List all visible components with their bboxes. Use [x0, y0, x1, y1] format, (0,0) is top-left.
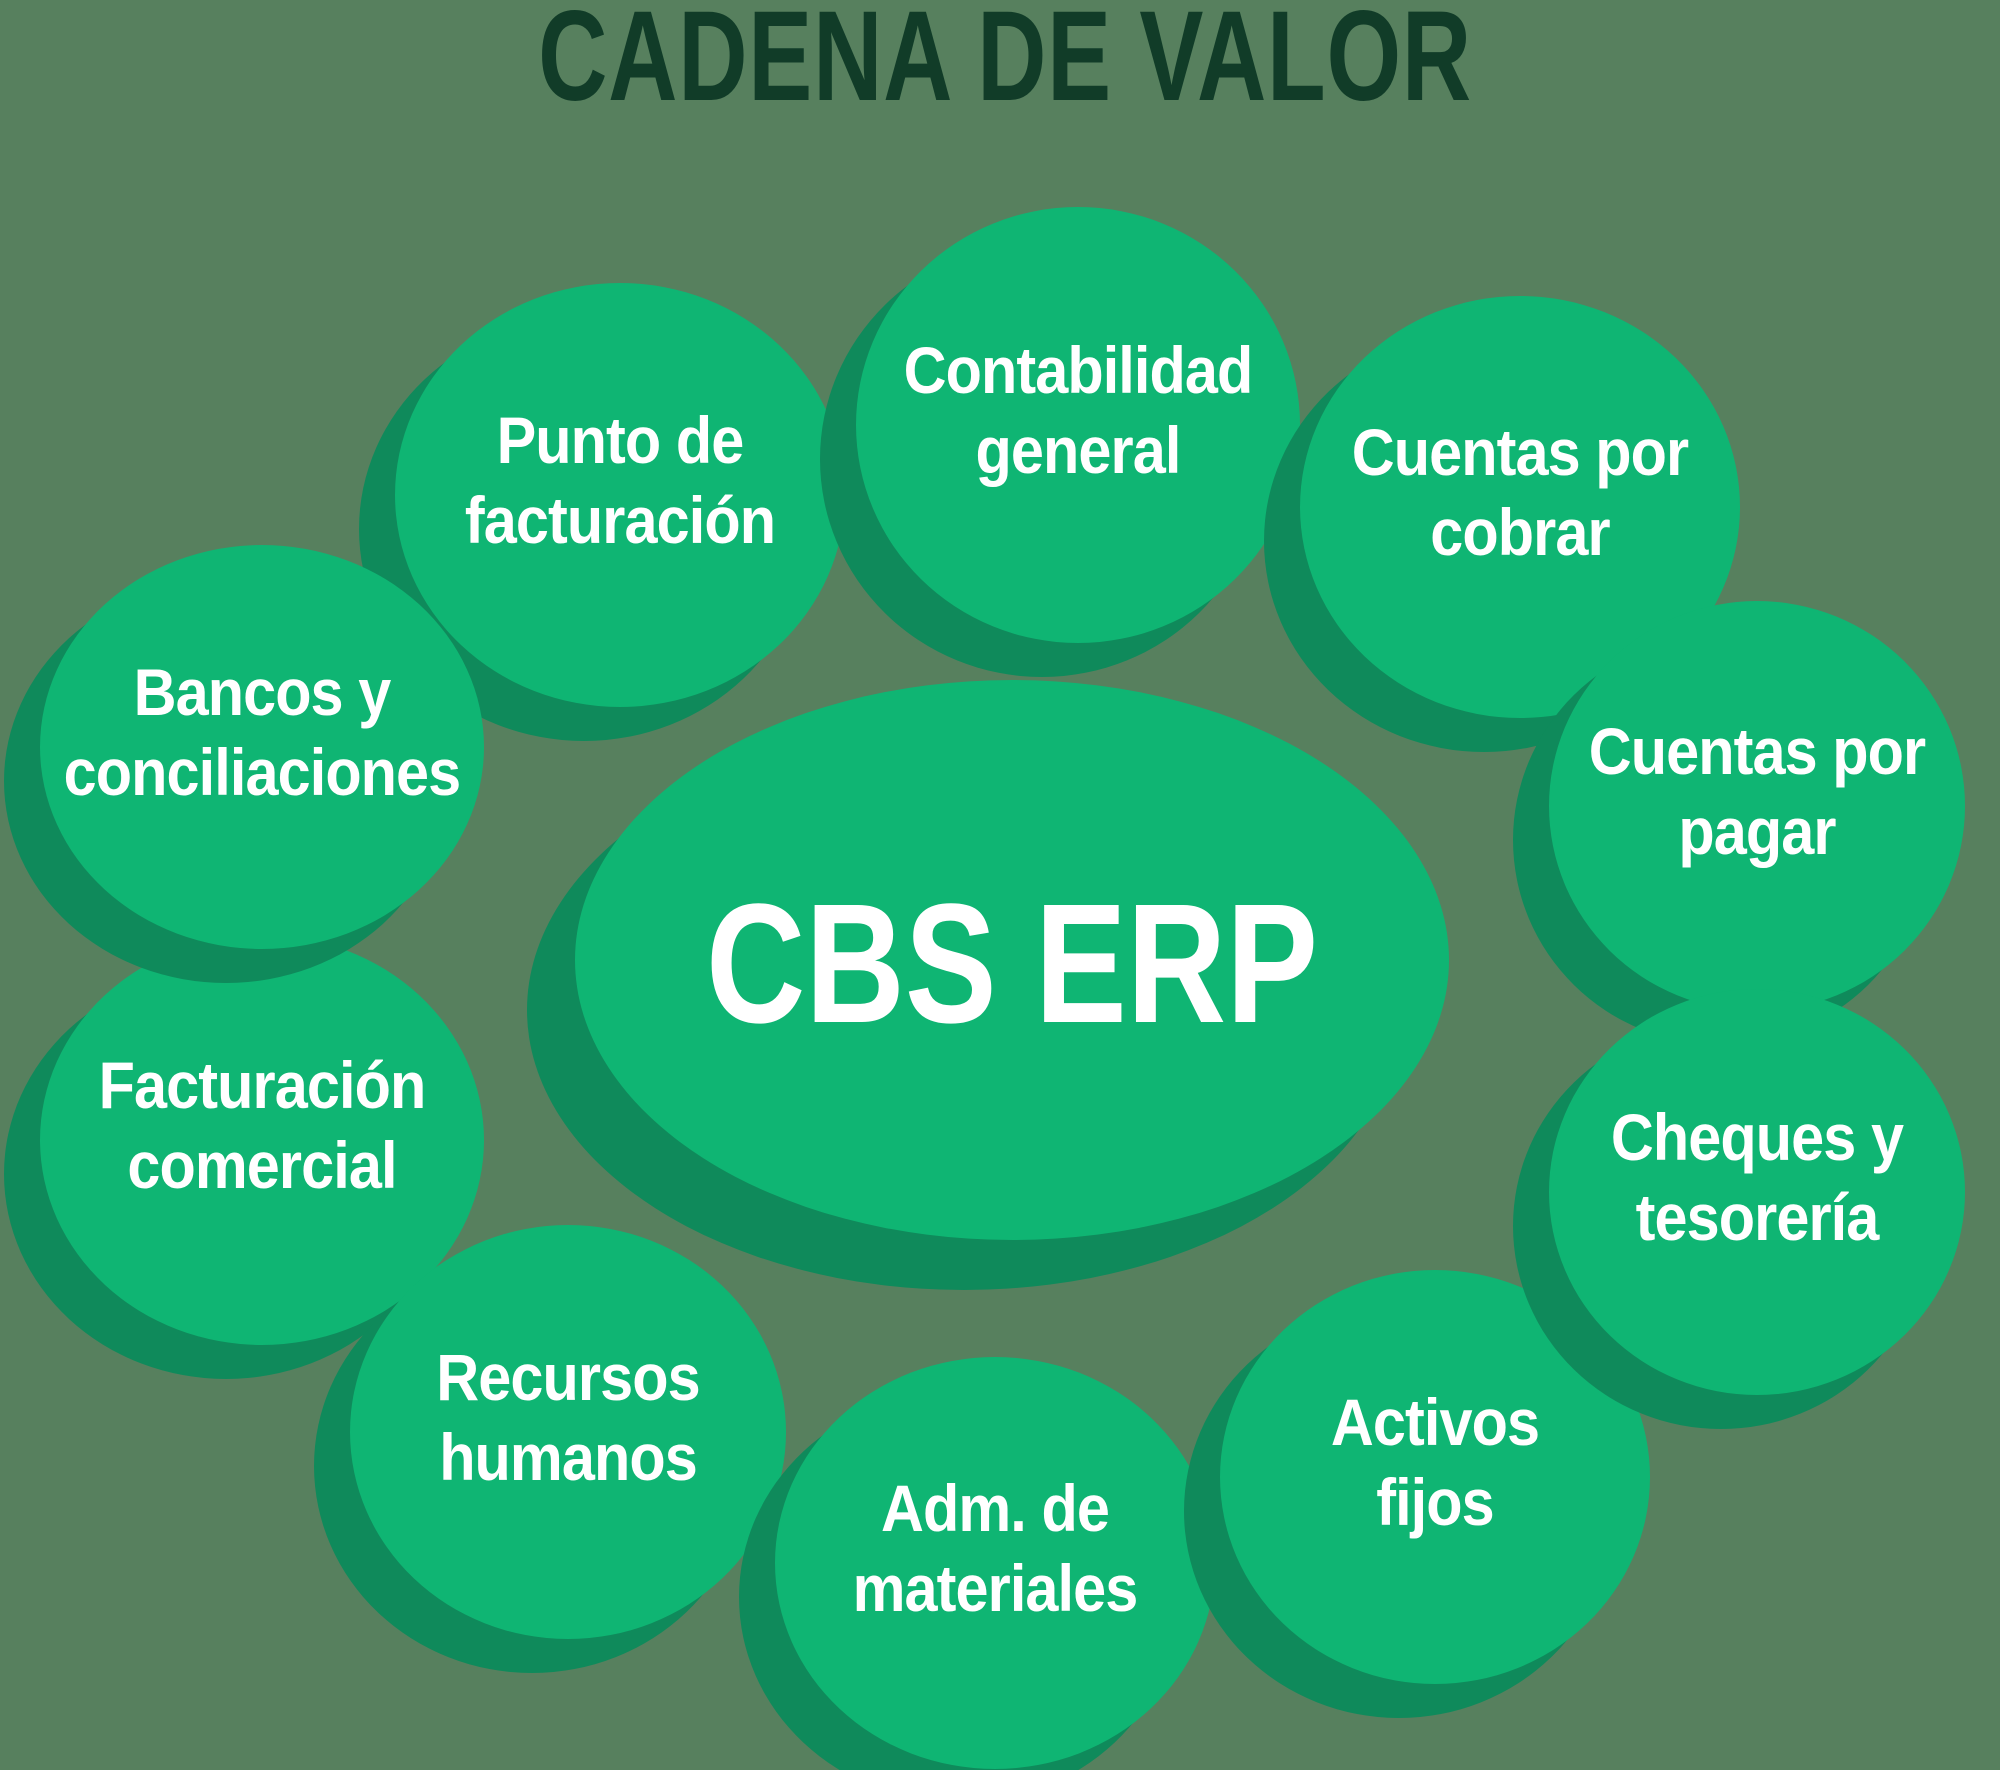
bubble-label-line: humanos — [439, 1421, 697, 1495]
bubble-contabilidad-general: Contabilidad general — [820, 207, 1300, 677]
bubble-shape — [395, 283, 845, 707]
center-label: CBS ERP — [706, 868, 1318, 1058]
bubble-label-line: Recursos — [436, 1341, 699, 1415]
bubble-shape — [40, 545, 484, 949]
bubble-label-line: Contabilidad — [904, 334, 1253, 408]
bubble-label-line: Facturación — [99, 1049, 426, 1123]
bubble-shape — [856, 207, 1300, 643]
bubble-cbs-erp-center: CBS ERP — [527, 680, 1449, 1290]
bubble-label-line: Cuentas por — [1352, 416, 1689, 490]
bubble-label-line: facturación — [465, 484, 775, 558]
bubble-label-line: pagar — [1678, 795, 1836, 869]
bubble-facturacion-comercial: Facturación comercial — [4, 935, 484, 1379]
bubble-activos-fijos: Activos fijos — [1184, 1270, 1650, 1718]
bubble-label-line: fijos — [1376, 1466, 1494, 1540]
bubble-cuentas-por-pagar: Cuentas por pagar — [1513, 601, 1965, 1045]
bubble-label-line: Activos — [1331, 1386, 1539, 1460]
bubble-label-line: comercial — [127, 1129, 396, 1203]
bubble-shape — [575, 680, 1449, 1240]
bubble-shape — [1549, 989, 1965, 1395]
page-title: CADENA DE VALOR — [538, 0, 1472, 127]
bubble-label-line: general — [976, 414, 1181, 488]
bubble-shape — [40, 935, 484, 1345]
bubble-cuentas-por-cobrar: Cuentas por cobrar — [1264, 296, 1740, 752]
bubble-punto-de-facturacion: Punto de facturación — [359, 283, 845, 741]
bubble-shape — [1220, 1270, 1650, 1684]
bubble-recursos-humanos: Recursos humanos — [314, 1225, 786, 1673]
bubble-shape — [1549, 601, 1965, 1011]
bubble-label-line: materiales — [853, 1552, 1138, 1626]
bubble-shape — [775, 1357, 1215, 1769]
bubble-label-line: Punto de — [497, 404, 744, 478]
bubble-shape — [1300, 296, 1740, 718]
bubble-shape — [350, 1225, 786, 1639]
bubble-label-line: conciliaciones — [64, 736, 461, 810]
bubble-label-line: cobrar — [1430, 496, 1610, 570]
bubble-label-line: Adm. de — [881, 1472, 1109, 1546]
bubble-label-line: Cheques y — [1611, 1101, 1904, 1175]
bubble-label-line: tesorería — [1636, 1181, 1881, 1255]
bubble-adm-de-materiales: Adm. de materiales — [739, 1357, 1215, 1770]
bubble-label-line: Cuentas por — [1589, 715, 1926, 789]
bubble-bancos-y-conciliaciones: Bancos y conciliaciones — [4, 545, 484, 983]
bubble-label-line: Bancos y — [134, 656, 392, 730]
bubble-cheques-y-tesoreria: Cheques y tesorería — [1513, 989, 1965, 1429]
